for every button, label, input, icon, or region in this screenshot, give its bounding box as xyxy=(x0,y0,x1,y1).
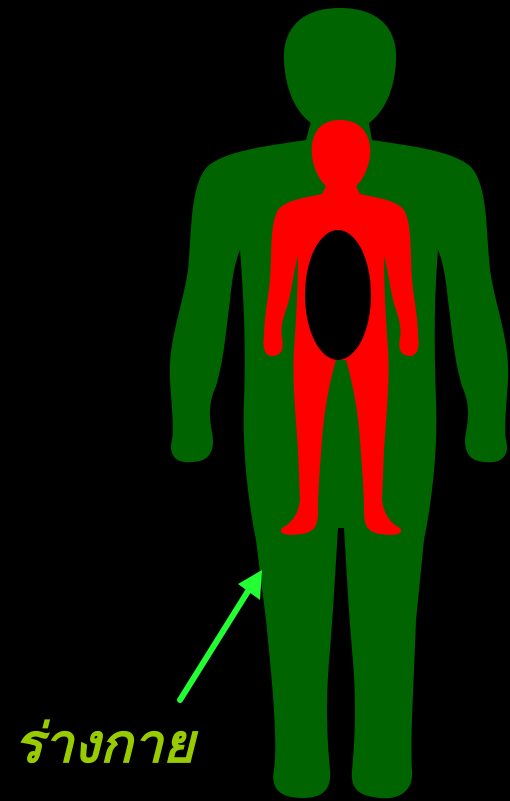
core-oval xyxy=(305,230,371,360)
body-label: ร่างกาย xyxy=(14,712,199,775)
